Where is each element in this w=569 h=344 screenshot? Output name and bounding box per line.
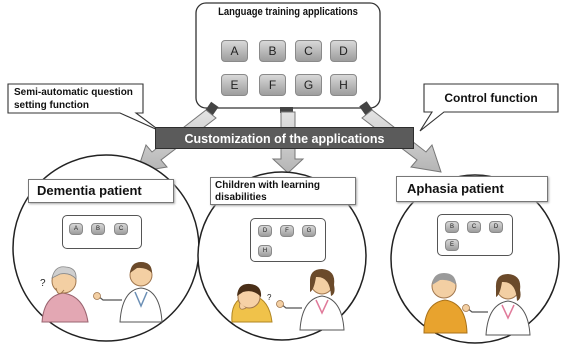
aphasia-patient-figure — [423, 273, 468, 334]
app-key: C — [467, 221, 481, 233]
children-doctor-figure — [276, 269, 345, 331]
app-key: E — [445, 239, 459, 251]
children-label: Children with learning disabilities — [210, 177, 356, 205]
app-key: C — [114, 223, 128, 235]
app-key: B — [445, 221, 459, 233]
app-key: A — [69, 223, 83, 235]
app-key: F — [259, 74, 286, 96]
customization-banner: Customization of the applications — [155, 127, 414, 149]
app-key: B — [259, 40, 286, 62]
panel-connector-mid — [280, 107, 293, 113]
child-question-mark-icon: ? — [267, 293, 272, 302]
dementia-label: Dementia patient — [28, 179, 174, 203]
dementia-patient-figure — [41, 266, 89, 323]
app-key: H — [258, 245, 272, 257]
control-callout-shape — [419, 83, 559, 132]
question-mark-icon: ? — [40, 278, 46, 289]
app-key: D — [330, 40, 357, 62]
app-key: D — [258, 225, 272, 237]
app-key: B — [91, 223, 105, 235]
app-key: D — [489, 221, 503, 233]
aphasia-label: Aphasia patient — [396, 176, 548, 202]
app-key: C — [295, 40, 322, 62]
semi-auto-callout-shape — [7, 83, 161, 132]
app-key: G — [295, 74, 322, 96]
app-key: H — [330, 74, 357, 96]
semi-auto-callout-text: Semi-automatic question setting function — [14, 87, 133, 111]
apps-panel-title: Language training applications — [218, 6, 358, 18]
app-key: F — [280, 225, 294, 237]
app-key: E — [221, 74, 248, 96]
control-callout-text: Control function — [444, 91, 538, 105]
child-figure — [231, 283, 273, 323]
app-key: G — [302, 225, 316, 237]
aphasia-doctor-figure — [462, 274, 531, 336]
dementia-doctor-figure — [93, 262, 163, 323]
app-key: A — [221, 40, 248, 62]
